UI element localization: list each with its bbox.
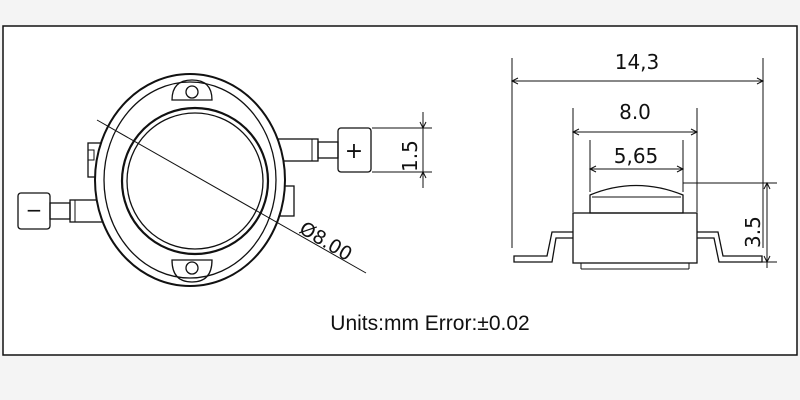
plus-pad [337,127,372,173]
height-dimension: 3.5 [683,181,777,268]
lens-outer [120,106,270,256]
plus-symbol: + [345,139,363,164]
dome [589,184,684,214]
pad-width-label: 1.5 [398,140,422,172]
total-width-label: 14,3 [615,50,660,74]
top-view: − + Ø8.00 [17,73,432,287]
diameter-leader [96,119,367,274]
dome-width-dimension: 5,65 [588,144,685,173]
minus-symbol: − [26,198,43,222]
right-lead [697,231,763,263]
body-inner-ring [103,81,277,279]
lens-width-dimension: 8.0 [571,100,699,136]
top-lug [171,79,213,101]
bottom-lug [171,259,213,283]
pad-width-dimension: 1.5 [372,112,432,188]
lens-width-label: 8.0 [619,100,651,124]
height-label: 3.5 [741,216,765,248]
units-note: Units:mm Error:±0.02 [330,312,529,335]
dome-width-label: 5,65 [614,144,659,168]
left-lead [513,231,573,263]
total-width-dimension: 14,3 [510,50,765,85]
minus-terminal: − [17,192,107,230]
plus-terminal: + [277,127,372,173]
side-view: 14,3 8.0 5,65 [510,50,777,270]
lens-inner [126,112,264,250]
